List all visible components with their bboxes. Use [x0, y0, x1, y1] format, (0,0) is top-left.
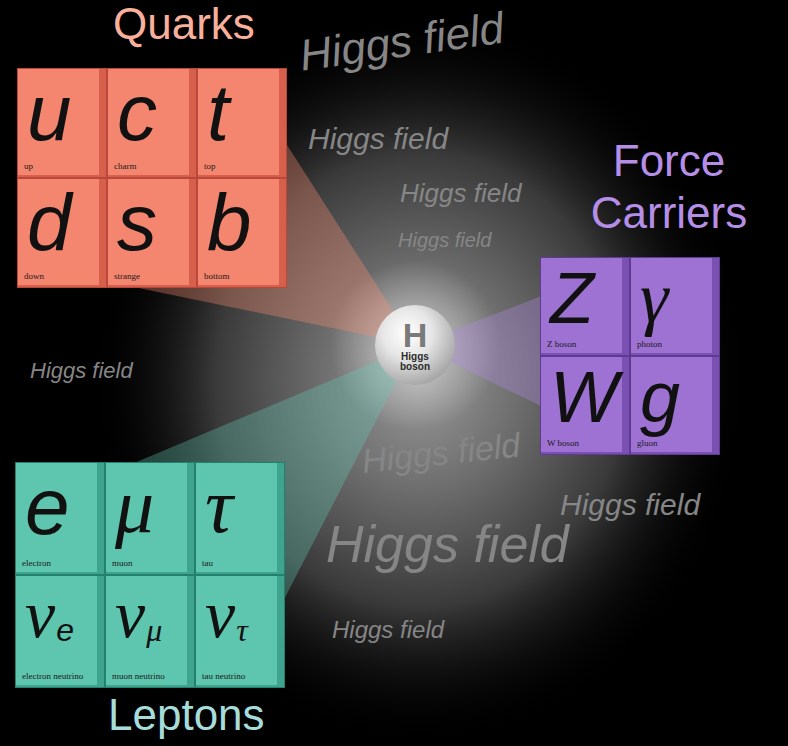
particle-symbol: c [117, 73, 157, 153]
particle-symbol: u [27, 73, 72, 153]
lepton-tile: μ muon [105, 462, 195, 575]
particle-name: up [24, 162, 33, 172]
particle-name: down [24, 272, 44, 282]
symbol-row: μ [115, 467, 154, 545]
lepton-tile: ντ tau neutrino [195, 575, 285, 688]
boson-tile: W W boson [540, 356, 630, 455]
symbol-row: τ [205, 467, 233, 545]
group-heading: Quarks [113, 2, 255, 46]
symbol-row: c [117, 73, 157, 153]
quark-tile: s strange [107, 178, 197, 288]
particle-symbol: ν [115, 580, 145, 648]
field-cloud [90, 15, 750, 745]
symbol-row: W [550, 361, 618, 433]
group-heading: Force Carriers [574, 135, 764, 239]
watermark: Higgs field [30, 360, 133, 382]
particle-name: strange [114, 272, 140, 282]
particle-symbol: g [640, 361, 680, 433]
particle-name: photon [637, 340, 662, 350]
symbol-row: g [640, 361, 680, 433]
boson-tile: γ photon [630, 257, 720, 356]
particle-name: bottom [204, 272, 230, 282]
particle-symbol: e [25, 467, 70, 547]
quark-tile: t top [197, 68, 287, 178]
watermark: Higgs field [398, 230, 491, 250]
particle-subscript: μ [146, 614, 162, 648]
particle-symbol: μ [115, 467, 154, 545]
symbol-row: Z [550, 262, 594, 334]
group-heading: Leptons [108, 693, 265, 737]
watermark: Higgs field [308, 124, 448, 154]
higgs-sphere: HHiggs boson [375, 305, 455, 385]
particle-name: electron [22, 559, 51, 569]
particle-name: gluon [637, 439, 658, 449]
boson-tile: g gluon [630, 356, 720, 455]
force-carrier-group: Force CarriersZZ bosonγphotonWW bosonggl… [540, 257, 720, 455]
particle-symbol: ν [205, 580, 235, 648]
boson-tile: Z Z boson [540, 257, 630, 356]
quark-group: Quarksuupccharmttopddownsstrangebbottom [17, 68, 287, 288]
particle-name: tau [202, 559, 213, 569]
particle-subscript: τ [236, 614, 247, 648]
symbol-row: γ [640, 262, 668, 334]
higgs-symbol: H [403, 318, 428, 352]
particle-symbol: b [207, 183, 252, 263]
particle-symbol: Z [550, 262, 594, 334]
quark-tile: b bottom [197, 178, 287, 288]
particle-name: muon [112, 559, 133, 569]
particle-subscript: e [56, 614, 74, 648]
symbol-row: νe [25, 580, 74, 648]
watermark: Higgs field [326, 518, 569, 570]
particle-symbol: W [550, 361, 618, 433]
field-beam [451, 297, 540, 406]
particle-name: top [204, 162, 216, 172]
lepton-tile: νμ muon neutrino [105, 575, 195, 688]
quark-tile: c charm [107, 68, 197, 178]
particle-symbol: ν [25, 580, 55, 648]
higgs-name: Higgs boson [393, 352, 437, 373]
particle-name: Z boson [547, 340, 576, 350]
particle-name: W boson [547, 439, 579, 449]
lepton-tile: τ tau [195, 462, 285, 575]
watermark: Higgs field [297, 6, 507, 78]
particle-name: electron neutrino [22, 672, 83, 682]
symbol-row: ντ [205, 580, 248, 648]
particle-symbol: d [27, 183, 72, 263]
symbol-row: d [27, 183, 72, 263]
particle-name: tau neutrino [202, 672, 245, 682]
watermark: Higgs field [560, 490, 700, 520]
lepton-group: Leptonseelectronμmuonτtauνeelectron neut… [15, 462, 285, 688]
symbol-row: u [27, 73, 72, 153]
symbol-row: t [207, 73, 229, 153]
particle-name: charm [114, 162, 137, 172]
particle-symbol: t [207, 73, 229, 153]
quark-tile: u up [17, 68, 107, 178]
lepton-tile: νe electron neutrino [15, 575, 105, 688]
quark-tile: d down [17, 178, 107, 288]
watermark: Higgs field [332, 618, 444, 642]
particle-symbol: τ [205, 467, 233, 545]
watermark: Higgs field [400, 180, 521, 206]
particle-symbol: γ [640, 262, 668, 334]
particle-symbol: s [117, 183, 157, 263]
symbol-row: b [207, 183, 252, 263]
lepton-tile: e electron [15, 462, 105, 575]
particle-name: muon neutrino [112, 672, 165, 682]
symbol-row: e [25, 467, 70, 547]
symbol-row: s [117, 183, 157, 263]
watermark: Higgs field [360, 427, 521, 477]
symbol-row: νμ [115, 580, 162, 648]
